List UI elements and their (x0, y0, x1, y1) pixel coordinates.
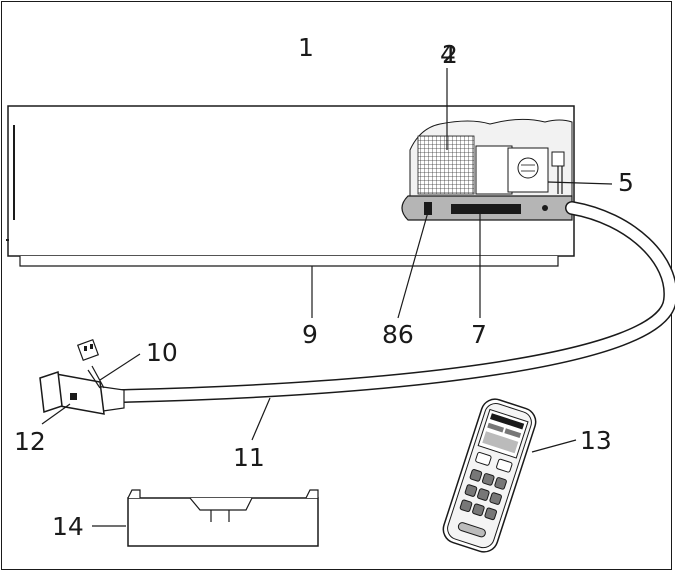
label-9: 9 (302, 320, 318, 349)
filter-mesh (417, 135, 475, 195)
screw (517, 157, 539, 179)
label-10: 10 (146, 338, 178, 367)
label-1: 1 (298, 33, 314, 62)
button-dot (542, 205, 548, 211)
connector-block (551, 151, 565, 167)
plug-connector (39, 338, 125, 415)
label-14: 14 (52, 512, 84, 541)
wall-bracket (127, 489, 319, 547)
remote-control (442, 398, 537, 553)
label-86: 86 (382, 320, 414, 349)
label-11: 11 (233, 443, 265, 472)
unit-bottom-lip (19, 256, 559, 267)
cutaway-section (409, 118, 573, 197)
callout-labels: 1 2 4 5 7 86 9 10 11 12 13 14 (14, 33, 634, 541)
label-13: 13 (580, 426, 612, 455)
label-4: 4 (440, 40, 456, 69)
display-window (451, 204, 521, 214)
connection-hose (113, 201, 675, 403)
label-12: 12 (14, 427, 46, 456)
terminal-box (475, 145, 513, 195)
indicator-light (424, 202, 432, 215)
control-panel (401, 195, 573, 221)
label-5: 5 (618, 168, 634, 197)
label-7: 7 (471, 320, 487, 349)
label-2: 2 (442, 40, 458, 69)
leader-lines (41, 68, 613, 527)
small-plug (76, 338, 100, 362)
